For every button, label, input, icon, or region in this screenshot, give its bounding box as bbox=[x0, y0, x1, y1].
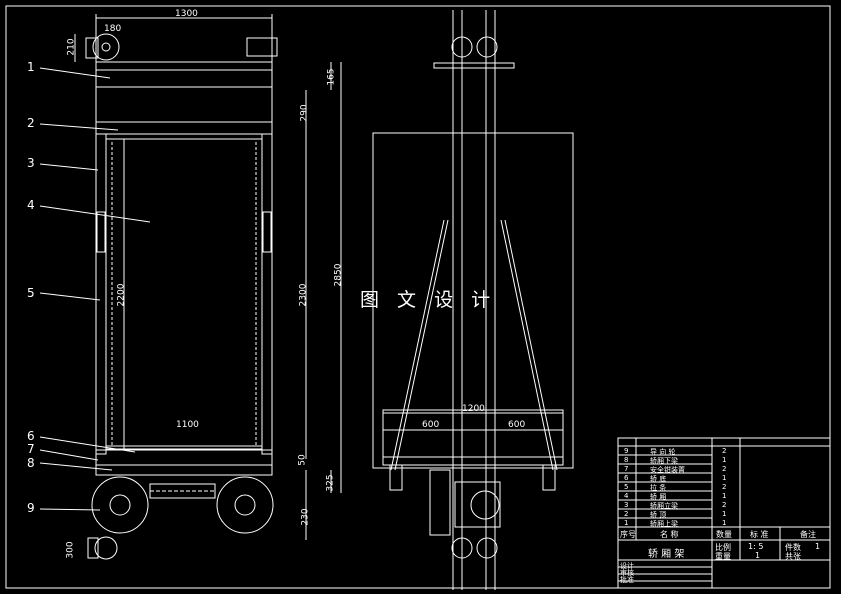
bom-row-no: 6 bbox=[624, 474, 629, 482]
material-value: 1 bbox=[815, 542, 821, 551]
right-upright bbox=[261, 133, 273, 455]
bom-table bbox=[617, 437, 831, 589]
front-view bbox=[39, 14, 342, 560]
dim-290: 290 bbox=[299, 104, 310, 122]
dim-230: 230 bbox=[300, 508, 311, 526]
bom-row-name: 拉 条 bbox=[650, 484, 667, 492]
bom-header-no: 序号 bbox=[620, 530, 636, 539]
dim-top-width: 1300 bbox=[175, 9, 198, 19]
designer-label: 设计 bbox=[620, 562, 634, 570]
side-car-body bbox=[372, 132, 574, 469]
bom-row-no: 4 bbox=[624, 492, 629, 500]
bom-row-name: 轿厢上梁 bbox=[650, 520, 678, 528]
bom-row-qty: 1 bbox=[722, 510, 727, 518]
callout-9: 9 bbox=[27, 501, 35, 515]
bom-row-name: 轿厢下梁 bbox=[650, 457, 678, 465]
dim-300: 300 bbox=[65, 541, 76, 559]
car-cabin bbox=[105, 138, 263, 450]
dim-2300: 2300 bbox=[298, 283, 309, 307]
bom-header-remark: 备注 bbox=[800, 530, 816, 539]
car-floor bbox=[95, 449, 273, 466]
scale-label: 比例 bbox=[715, 543, 731, 552]
bom-row-no: 1 bbox=[624, 519, 629, 527]
car-top bbox=[95, 121, 273, 135]
weight-value: 1 bbox=[755, 551, 761, 560]
bom-header-std: 标 准 bbox=[750, 530, 769, 539]
drawing-title: 轿 厢 架 bbox=[648, 549, 685, 560]
bom-row-qty: 2 bbox=[722, 483, 727, 491]
bom-row-name: 轿 顶 bbox=[650, 511, 667, 519]
right-bottom-wheel bbox=[216, 476, 274, 534]
watermark: 图 文 设 计 bbox=[360, 289, 497, 311]
side-dim-600-left: 600 bbox=[422, 420, 440, 430]
side-view bbox=[372, 10, 574, 590]
dim-2850: 2850 bbox=[333, 263, 344, 287]
bom-header-qty: 数量 bbox=[716, 530, 732, 539]
bom-row-qty: 1 bbox=[722, 492, 727, 500]
checker-label: 审核 bbox=[620, 569, 634, 577]
dim-210: 210 bbox=[66, 38, 77, 56]
bom-row-no: 3 bbox=[624, 501, 629, 509]
dim-325: 325 bbox=[325, 474, 336, 492]
dim-50: 50 bbox=[297, 454, 308, 466]
callout-4: 4 bbox=[27, 198, 35, 212]
callout-2: 2 bbox=[27, 116, 35, 130]
bom-row-qty: 2 bbox=[722, 465, 727, 473]
bom-row-name: 导 向 轮 bbox=[650, 448, 676, 456]
dim-top-left: 180 bbox=[104, 24, 122, 34]
bom-row-name: 轿厢立梁 bbox=[650, 502, 678, 510]
callout-8: 8 bbox=[27, 456, 35, 470]
side-dim-1200: 1200 bbox=[462, 404, 485, 414]
bom-row-no: 5 bbox=[624, 483, 629, 491]
bottom-beam bbox=[95, 464, 273, 476]
sheet-label: 共张 bbox=[785, 552, 801, 561]
bom-row-no: 2 bbox=[624, 510, 629, 518]
callout-7: 7 bbox=[27, 442, 35, 456]
scale-value: 1: 5 bbox=[748, 542, 764, 551]
bom-row-qty: 1 bbox=[722, 519, 727, 527]
left-bottom-wheel bbox=[91, 476, 149, 534]
dim-2200: 2200 bbox=[116, 283, 127, 307]
approver-label: 批准 bbox=[620, 576, 634, 584]
callout-3: 3 bbox=[27, 156, 35, 170]
bom-row-qty: 2 bbox=[722, 501, 727, 509]
bom-row-no: 7 bbox=[624, 465, 629, 473]
callout-6: 6 bbox=[27, 429, 35, 443]
sheet-border bbox=[5, 5, 831, 589]
bom-row-qty: 1 bbox=[722, 474, 727, 482]
callout-5: 5 bbox=[27, 286, 35, 300]
bom-row-qty: 2 bbox=[722, 447, 727, 455]
bom-row-name: 轿 厢 bbox=[650, 493, 667, 501]
bom-row-no: 9 bbox=[624, 447, 629, 455]
top-left-pulley bbox=[92, 33, 120, 61]
dim-1100: 1100 bbox=[176, 420, 199, 430]
left-upright bbox=[95, 133, 107, 455]
callout-1: 1 bbox=[27, 60, 35, 74]
bom-header-name: 名 称 bbox=[660, 530, 679, 539]
side-dim-600-right: 600 bbox=[508, 420, 526, 430]
bom-row-name: 轿 底 bbox=[650, 475, 667, 483]
bom-row-name: 安全钳装置 bbox=[650, 466, 685, 474]
dim-165: 165 bbox=[326, 68, 337, 86]
weight-label: 重量 bbox=[715, 552, 731, 561]
bom-row-qty: 1 bbox=[722, 456, 727, 464]
bom-row-no: 8 bbox=[624, 456, 629, 464]
material-label: 件数 bbox=[785, 543, 801, 552]
top-beam bbox=[95, 61, 273, 88]
